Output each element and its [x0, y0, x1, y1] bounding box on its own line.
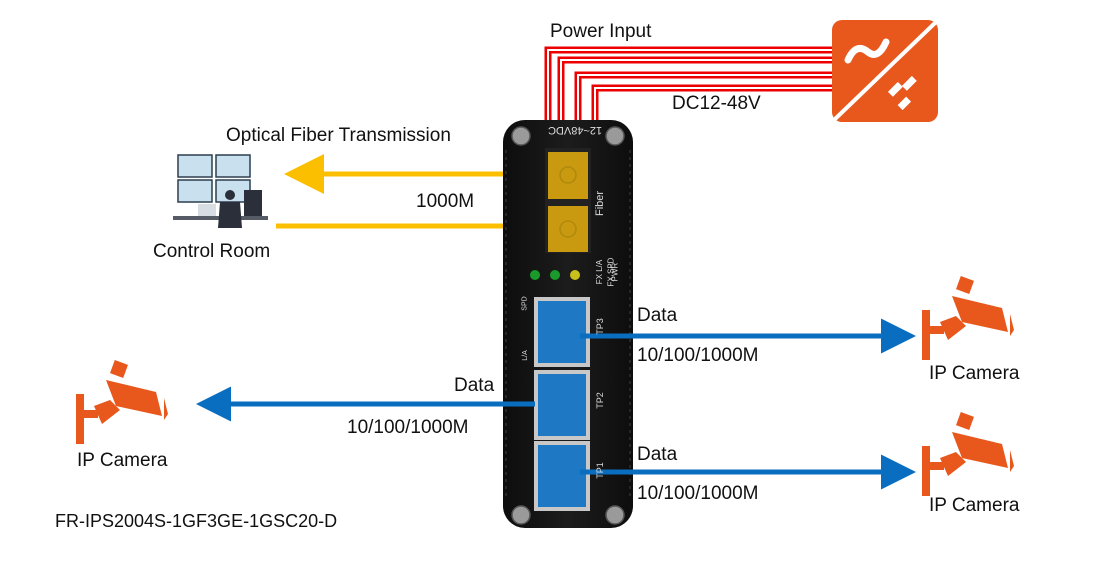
led-fx-la — [530, 270, 540, 280]
tp1-camera-label: IP Camera — [929, 495, 1020, 516]
switch-device — [503, 120, 633, 528]
rj45-ports — [534, 297, 590, 511]
fiber-speed-label: 1000M — [416, 191, 475, 212]
tp2-camera-label: IP Camera — [77, 450, 168, 471]
fiber-title-label: Optical Fiber Transmission — [226, 125, 451, 146]
device-voltage-label: 12~48VDC — [548, 124, 603, 136]
control-room-label: Control Room — [153, 241, 271, 262]
tp1-data-label: Data — [637, 444, 678, 465]
ip-camera-icon — [922, 412, 1014, 496]
fiber-port-tx — [548, 152, 588, 199]
fiber-port-rx — [548, 206, 588, 252]
data-links — [196, 318, 916, 490]
port-led-label-la: L/A — [521, 350, 529, 361]
port-label-tp3: TP3 — [594, 318, 605, 335]
power-adapter-icon — [832, 20, 938, 122]
led-label-fx-la: FX L/A — [595, 259, 605, 285]
tp1-speed-label: 10/100/1000M — [637, 483, 759, 504]
tp2-speed-label: 10/100/1000M — [347, 417, 469, 438]
screw-icon — [511, 126, 625, 525]
led-pwr — [570, 270, 580, 280]
led-label-pwr: PWR — [610, 262, 620, 282]
power-input-label: Power Input — [550, 21, 652, 42]
control-room-icon — [173, 154, 268, 228]
port-label-tp2: TP2 — [594, 392, 605, 409]
tp2-data-label: Data — [454, 375, 495, 396]
tp3-speed-label: 10/100/1000M — [637, 345, 759, 366]
model-label: FR-IPS2004S-1GF3GE-1GSC20-D — [55, 511, 338, 531]
power-wires — [544, 46, 835, 128]
device-fiber-label: Fiber — [594, 190, 607, 217]
port-label-tp1: TP1 — [594, 462, 605, 479]
led-fx-spd — [550, 270, 560, 280]
ip-camera-icon — [922, 276, 1014, 360]
voltage-label: DC12-48V — [672, 93, 761, 114]
tp3-data-label: Data — [637, 305, 678, 326]
port-led-label-spd: SPD — [521, 296, 529, 311]
ip-camera-icon — [76, 360, 168, 444]
tp3-camera-label: IP Camera — [929, 363, 1020, 384]
